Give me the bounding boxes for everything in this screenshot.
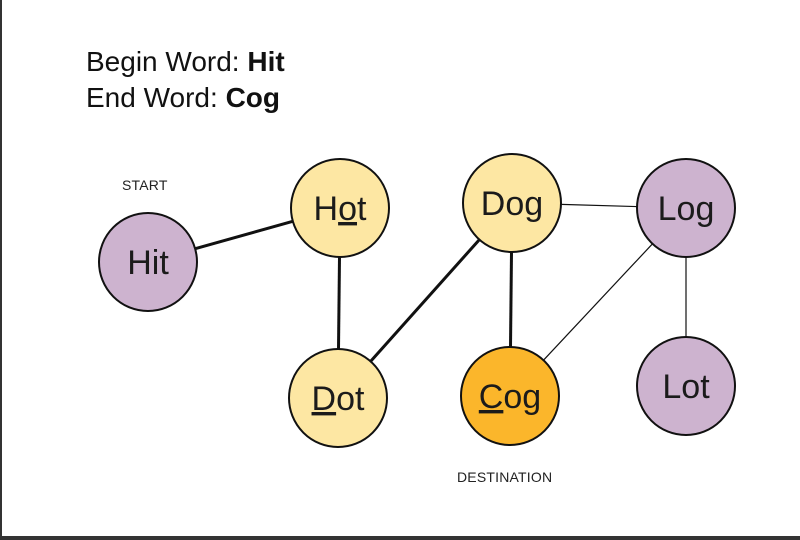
node-hit-label: Hit <box>127 244 169 282</box>
begin-word-line: Begin Word: Hit <box>86 44 285 80</box>
edge-dog-log <box>560 203 638 208</box>
node-dog-label: Dog <box>481 185 543 223</box>
end-word-value: Cog <box>225 82 280 113</box>
node-log: Log <box>636 158 736 258</box>
destination-label: DESTINATION <box>457 469 552 485</box>
node-hit-circle <box>98 212 198 312</box>
edge-dot-dog <box>369 238 481 363</box>
node-cog-label: Cog <box>479 378 541 416</box>
node-dot: Dot <box>288 348 388 448</box>
edge-log-cog <box>543 243 653 361</box>
node-lot-circle <box>636 336 736 436</box>
node-dot-circle <box>288 348 388 448</box>
edge-dog-cog <box>509 251 513 348</box>
begin-word-value: Hit <box>247 46 285 77</box>
node-lot: Lot <box>636 336 736 436</box>
node-hot: Hot <box>290 158 390 258</box>
node-log-circle <box>636 158 736 258</box>
node-hot-label: Hot <box>314 190 367 228</box>
end-word-line: End Word: Cog <box>86 80 285 116</box>
node-dog: Dog <box>462 153 562 253</box>
node-cog-circle <box>460 346 560 446</box>
end-word-label: End Word: <box>86 82 218 113</box>
node-dot-label: Dot <box>312 380 365 418</box>
node-cog: Cog <box>460 346 560 446</box>
node-log-label: Log <box>658 190 715 228</box>
node-hit: Hit <box>98 212 198 312</box>
word-ladder-header: Begin Word: Hit End Word: Cog <box>86 44 285 116</box>
begin-word-label: Begin Word: <box>86 46 240 77</box>
node-lot-label: Lot <box>662 368 710 406</box>
start-label: START <box>122 177 168 193</box>
edges <box>194 203 687 363</box>
edge-hot-dot <box>337 256 341 350</box>
edge-hit-hot <box>194 219 294 251</box>
node-dog-circle <box>462 153 562 253</box>
node-hot-circle <box>290 158 390 258</box>
